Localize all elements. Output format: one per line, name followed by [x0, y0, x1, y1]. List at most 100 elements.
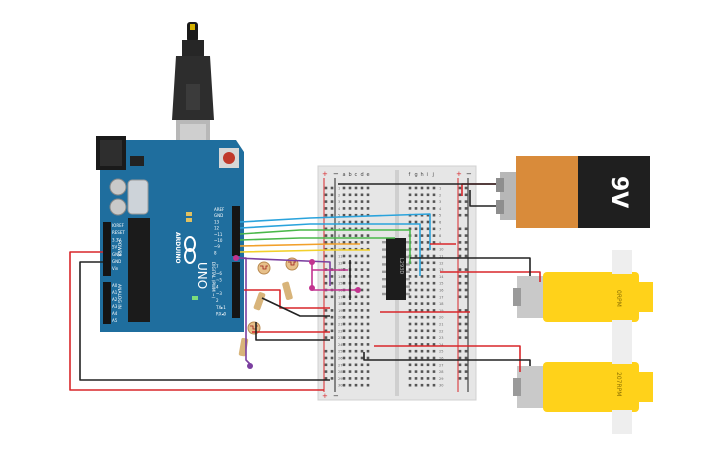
rail-hole[interactable] [458, 186, 462, 190]
rail-hole[interactable] [324, 377, 328, 380]
breadboard-hole[interactable] [366, 356, 370, 360]
breadboard-hole[interactable] [420, 383, 424, 387]
rail-hole[interactable] [324, 227, 328, 231]
breadboard-hole[interactable] [366, 241, 370, 244]
breadboard-hole[interactable] [360, 281, 364, 285]
rail-hole[interactable] [464, 329, 468, 333]
breadboard-hole[interactable] [354, 336, 358, 339]
junction-dot[interactable] [355, 287, 361, 293]
rail-hole[interactable] [458, 349, 462, 353]
breadboard-hole[interactable] [414, 288, 418, 292]
breadboard-hole[interactable] [420, 220, 424, 224]
breadboard-hole[interactable] [408, 343, 412, 346]
rail-hole[interactable] [464, 186, 468, 190]
wire-blue-pin12[interactable] [239, 223, 421, 276]
breadboard-hole[interactable] [342, 309, 346, 312]
breadboard-hole[interactable] [414, 363, 418, 367]
breadboard-hole[interactable] [432, 377, 436, 380]
breadboard-hole[interactable] [426, 281, 430, 285]
rail-hole[interactable] [324, 200, 328, 203]
breadboard-hole[interactable] [408, 336, 412, 339]
breadboard-hole[interactable] [360, 234, 364, 237]
breadboard-hole[interactable] [414, 322, 418, 326]
breadboard-hole[interactable] [414, 207, 418, 210]
breadboard-hole[interactable] [360, 349, 364, 353]
breadboard-hole[interactable] [366, 322, 370, 326]
breadboard-hole[interactable] [426, 363, 430, 367]
breadboard-hole[interactable] [414, 343, 418, 346]
photoresistor-1[interactable] [257, 261, 271, 275]
breadboard-hole[interactable] [366, 295, 370, 299]
rail-hole[interactable] [324, 349, 328, 353]
breadboard-hole[interactable] [354, 200, 358, 203]
breadboard-hole[interactable] [360, 186, 364, 190]
breadboard-hole[interactable] [414, 275, 418, 278]
breadboard-hole[interactable] [414, 247, 418, 251]
breadboard-hole[interactable] [426, 302, 430, 305]
rail-hole[interactable] [324, 315, 328, 319]
breadboard-hole[interactable] [366, 288, 370, 292]
breadboard-hole[interactable] [360, 261, 364, 265]
breadboard-hole[interactable] [414, 329, 418, 333]
breadboard-hole[interactable] [366, 349, 370, 353]
breadboard-hole[interactable] [414, 302, 418, 305]
wire-black-batt[interactable] [469, 190, 496, 207]
breadboard-hole[interactable] [354, 193, 358, 197]
breadboard-hole[interactable] [420, 268, 424, 271]
breadboard-hole[interactable] [432, 336, 436, 339]
breadboard-hole[interactable] [348, 200, 352, 203]
breadboard-hole[interactable] [360, 302, 364, 305]
breadboard-hole[interactable] [426, 275, 430, 278]
breadboard-hole[interactable] [420, 193, 424, 197]
breadboard-hole[interactable] [354, 356, 358, 360]
breadboard-hole[interactable] [414, 356, 418, 360]
rail-hole[interactable] [330, 336, 334, 339]
breadboard-hole[interactable] [366, 336, 370, 339]
rail-hole[interactable] [330, 309, 334, 312]
rail-hole[interactable] [458, 213, 462, 217]
rail-hole[interactable] [464, 288, 468, 292]
rail-hole[interactable] [458, 275, 462, 278]
breadboard-hole[interactable] [420, 322, 424, 326]
breadboard-hole[interactable] [366, 309, 370, 312]
breadboard-hole[interactable] [360, 295, 364, 299]
breadboard-hole[interactable] [354, 234, 358, 237]
breadboard-hole[interactable] [408, 383, 412, 387]
rail-hole[interactable] [464, 349, 468, 353]
breadboard-hole[interactable] [432, 288, 436, 292]
breadboard-hole[interactable] [360, 227, 364, 231]
breadboard-hole[interactable] [348, 234, 352, 237]
breadboard-hole[interactable] [420, 227, 424, 231]
breadboard-hole[interactable] [342, 186, 346, 190]
rail-hole[interactable] [464, 254, 468, 258]
breadboard-hole[interactable] [414, 220, 418, 224]
breadboard-hole[interactable] [426, 377, 430, 380]
breadboard-hole[interactable] [354, 254, 358, 258]
breadboard-hole[interactable] [426, 370, 430, 373]
breadboard-hole[interactable] [420, 370, 424, 373]
breadboard-hole[interactable] [426, 254, 430, 258]
rail-hole[interactable] [464, 281, 468, 285]
breadboard-hole[interactable] [342, 329, 346, 333]
breadboard-hole[interactable] [426, 220, 430, 224]
digital-header-top[interactable] [232, 206, 240, 256]
breadboard-hole[interactable] [420, 363, 424, 367]
breadboard-hole[interactable] [354, 186, 358, 190]
breadboard-hole[interactable] [360, 370, 364, 373]
rail-hole[interactable] [458, 329, 462, 333]
breadboard-hole[interactable] [360, 254, 364, 258]
rail-hole[interactable] [464, 207, 468, 210]
breadboard-hole[interactable] [366, 186, 370, 190]
breadboard-hole[interactable] [420, 207, 424, 210]
rail-hole[interactable] [324, 295, 328, 299]
breadboard-hole[interactable] [420, 281, 424, 285]
breadboard-hole[interactable] [426, 241, 430, 244]
breadboard-hole[interactable] [342, 356, 346, 360]
rail-hole[interactable] [458, 315, 462, 319]
breadboard-hole[interactable] [354, 322, 358, 326]
breadboard-hole[interactable] [360, 336, 364, 339]
breadboard-hole[interactable] [354, 302, 358, 305]
breadboard-hole[interactable] [426, 322, 430, 326]
rail-hole[interactable] [324, 254, 328, 258]
